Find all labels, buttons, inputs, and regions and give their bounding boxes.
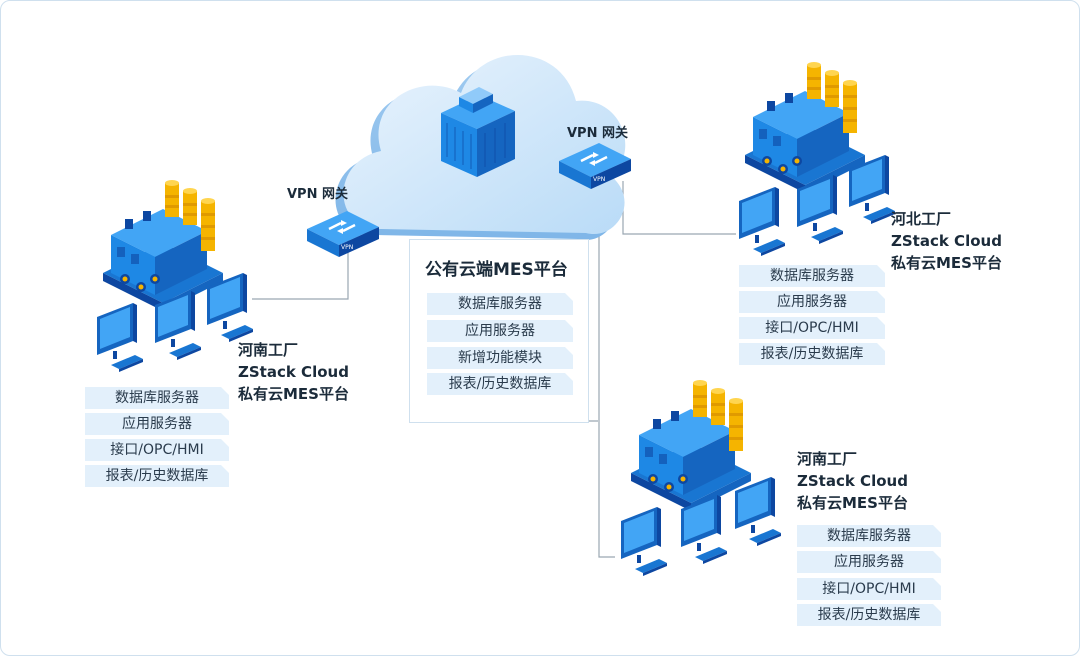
site-bottom-right-module-2: 接口/OPC/HMI	[797, 578, 941, 600]
site-top-right-module-2: 接口/OPC/HMI	[739, 317, 885, 339]
site-left-module-0: 数据库服务器	[85, 387, 229, 409]
site-left-name: 河南工厂	[238, 341, 299, 359]
site-top-right-module-1: 应用服务器	[739, 291, 885, 313]
site-top-right-platform: ZStack Cloud	[891, 232, 1002, 250]
site-left-module-3: 报表/历史数据库	[85, 465, 229, 487]
site-bottom-right-module-3: 报表/历史数据库	[797, 604, 941, 626]
public-module-0: 数据库服务器	[427, 293, 573, 315]
public-module-2: 新增功能模块	[427, 347, 573, 369]
site-top-right-module-3: 报表/历史数据库	[739, 343, 885, 365]
factory-top-right-icon	[745, 62, 865, 193]
monitor-icon	[97, 303, 143, 372]
monitor-icon	[739, 187, 785, 256]
site-top-right-name: 河北工厂	[891, 210, 952, 228]
site-bottom-right-platform: ZStack Cloud	[797, 472, 908, 490]
monitor-icon	[621, 507, 667, 576]
factory-left-icon	[103, 180, 223, 311]
site-bottom-right-module-0: 数据库服务器	[797, 525, 941, 547]
vpn-device-label-right: VPN	[593, 176, 605, 183]
site-bottom-right-module-1: 应用服务器	[797, 551, 941, 573]
site-bottom-right-name: 河南工厂	[797, 450, 858, 468]
public-module-3: 报表/历史数据库	[427, 373, 573, 395]
public-cloud-title: 公有云端MES平台	[425, 260, 568, 280]
vpn-device-label-left: VPN	[341, 244, 353, 251]
public-cloud-icon	[335, 54, 626, 241]
site-top-right-sub: 私有云MES平台	[891, 254, 1002, 272]
site-left-platform: ZStack Cloud	[238, 363, 349, 381]
vpn-gateway-right-label: VPN 网关	[567, 126, 628, 141]
site-left-module-1: 应用服务器	[85, 413, 229, 435]
site-left-sub: 私有云MES平台	[238, 385, 349, 403]
factory-bottom-right-icon	[631, 380, 751, 511]
vpn-gateway-left-label: VPN 网关	[287, 187, 348, 202]
site-left-module-2: 接口/OPC/HMI	[85, 439, 229, 461]
site-bottom-right-sub: 私有云MES平台	[797, 494, 908, 512]
monitor-icon	[735, 477, 781, 546]
site-top-right-module-0: 数据库服务器	[739, 265, 885, 287]
public-module-1: 应用服务器	[427, 320, 573, 342]
